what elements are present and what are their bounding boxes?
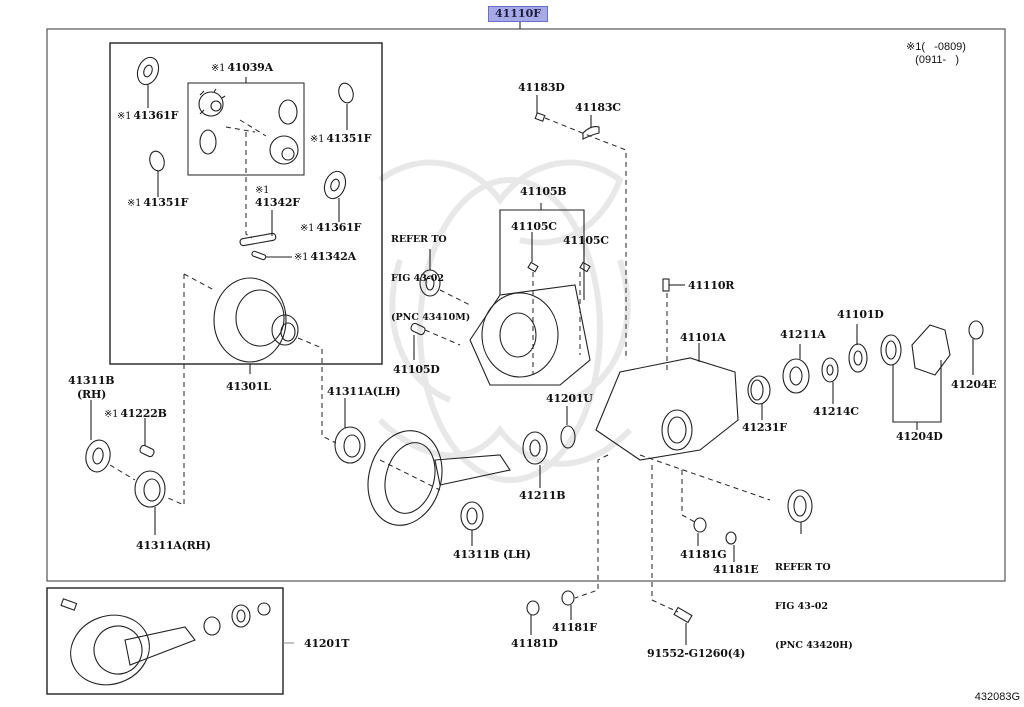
part-label-41214C[interactable]: 41214C xyxy=(813,405,859,418)
part-label-41311B-rh-side: (RH) xyxy=(77,388,107,401)
part-label-41342F[interactable]: 41342F xyxy=(255,196,300,209)
main-frame xyxy=(46,28,1006,582)
part-label-41201T[interactable]: 41201T xyxy=(304,637,350,650)
refer-note-left-line2: FIG 43-02 xyxy=(391,273,444,284)
part-label-41183D[interactable]: 41183D xyxy=(518,81,565,94)
refer-note-right-line3: (PNC 43420H) xyxy=(775,640,853,651)
part-label-41211B[interactable]: 41211B xyxy=(519,489,566,502)
part-label-41110R[interactable]: 41110R xyxy=(688,279,735,292)
part-label-41204D[interactable]: 41204D xyxy=(896,430,943,443)
part-label-41181G[interactable]: 41181G xyxy=(680,548,727,561)
refer-note-left-line3: (PNC 43410M) xyxy=(391,312,471,323)
part-label-41204E[interactable]: 41204E xyxy=(951,378,997,391)
part-label-41101D[interactable]: 41101D xyxy=(837,308,884,321)
part-label-41301L[interactable]: 41301L xyxy=(226,380,271,393)
part-label-41311B-lh[interactable]: 41311B (LH) xyxy=(453,548,531,561)
assembly-part-badge[interactable]: 41110F xyxy=(488,6,548,22)
part-label-41105D[interactable]: 41105D xyxy=(393,363,440,376)
figure-number: 432083G xyxy=(974,691,1020,703)
part-label-41183C[interactable]: 41183C xyxy=(575,101,621,114)
part-label-41311B-rh[interactable]: 41311B xyxy=(68,374,115,387)
part-label-41105C-left[interactable]: 41105C xyxy=(511,220,557,233)
part-label-91552-G1260[interactable]: 91552-G1260(4) xyxy=(647,647,746,660)
part-label-41311A-lh[interactable]: 41311A(LH) xyxy=(327,385,401,398)
legend-line-1: ※1( -0809) xyxy=(906,41,966,53)
part-label-41211A[interactable]: 41211A xyxy=(780,328,826,341)
part-label-41181F[interactable]: 41181F xyxy=(552,621,597,634)
part-label-41342F-mark: ※1 xyxy=(255,185,270,196)
part-label-41231F[interactable]: 41231F xyxy=(742,421,787,434)
refer-note-left-line1: REFER TO xyxy=(391,234,447,245)
refer-note-right[interactable]: REFER TO FIG 43-02 (PNC 43420H) xyxy=(775,535,853,665)
differential-case-frame xyxy=(109,42,383,365)
refer-note-right-line1: REFER TO xyxy=(775,562,831,573)
legend-line-2: (0911- ) xyxy=(906,54,959,66)
part-label-41311A-rh[interactable]: 41311A(RH) xyxy=(136,539,211,552)
watermark xyxy=(377,159,633,483)
part-label-41181D[interactable]: 41181D xyxy=(511,637,558,650)
part-label-41101A[interactable]: 41101A xyxy=(680,331,726,344)
ring-pinion-set-frame xyxy=(46,587,284,695)
part-label-41105B[interactable]: 41105B xyxy=(520,185,567,198)
part-label-41181E[interactable]: 41181E xyxy=(713,563,759,576)
part-label-41201U[interactable]: 41201U xyxy=(546,392,593,405)
part-label-41105C-right[interactable]: 41105C xyxy=(563,234,609,247)
refer-note-right-line2: FIG 43-02 xyxy=(775,601,828,612)
refer-note-left[interactable]: REFER TO FIG 43-02 (PNC 43410M) xyxy=(391,207,470,337)
